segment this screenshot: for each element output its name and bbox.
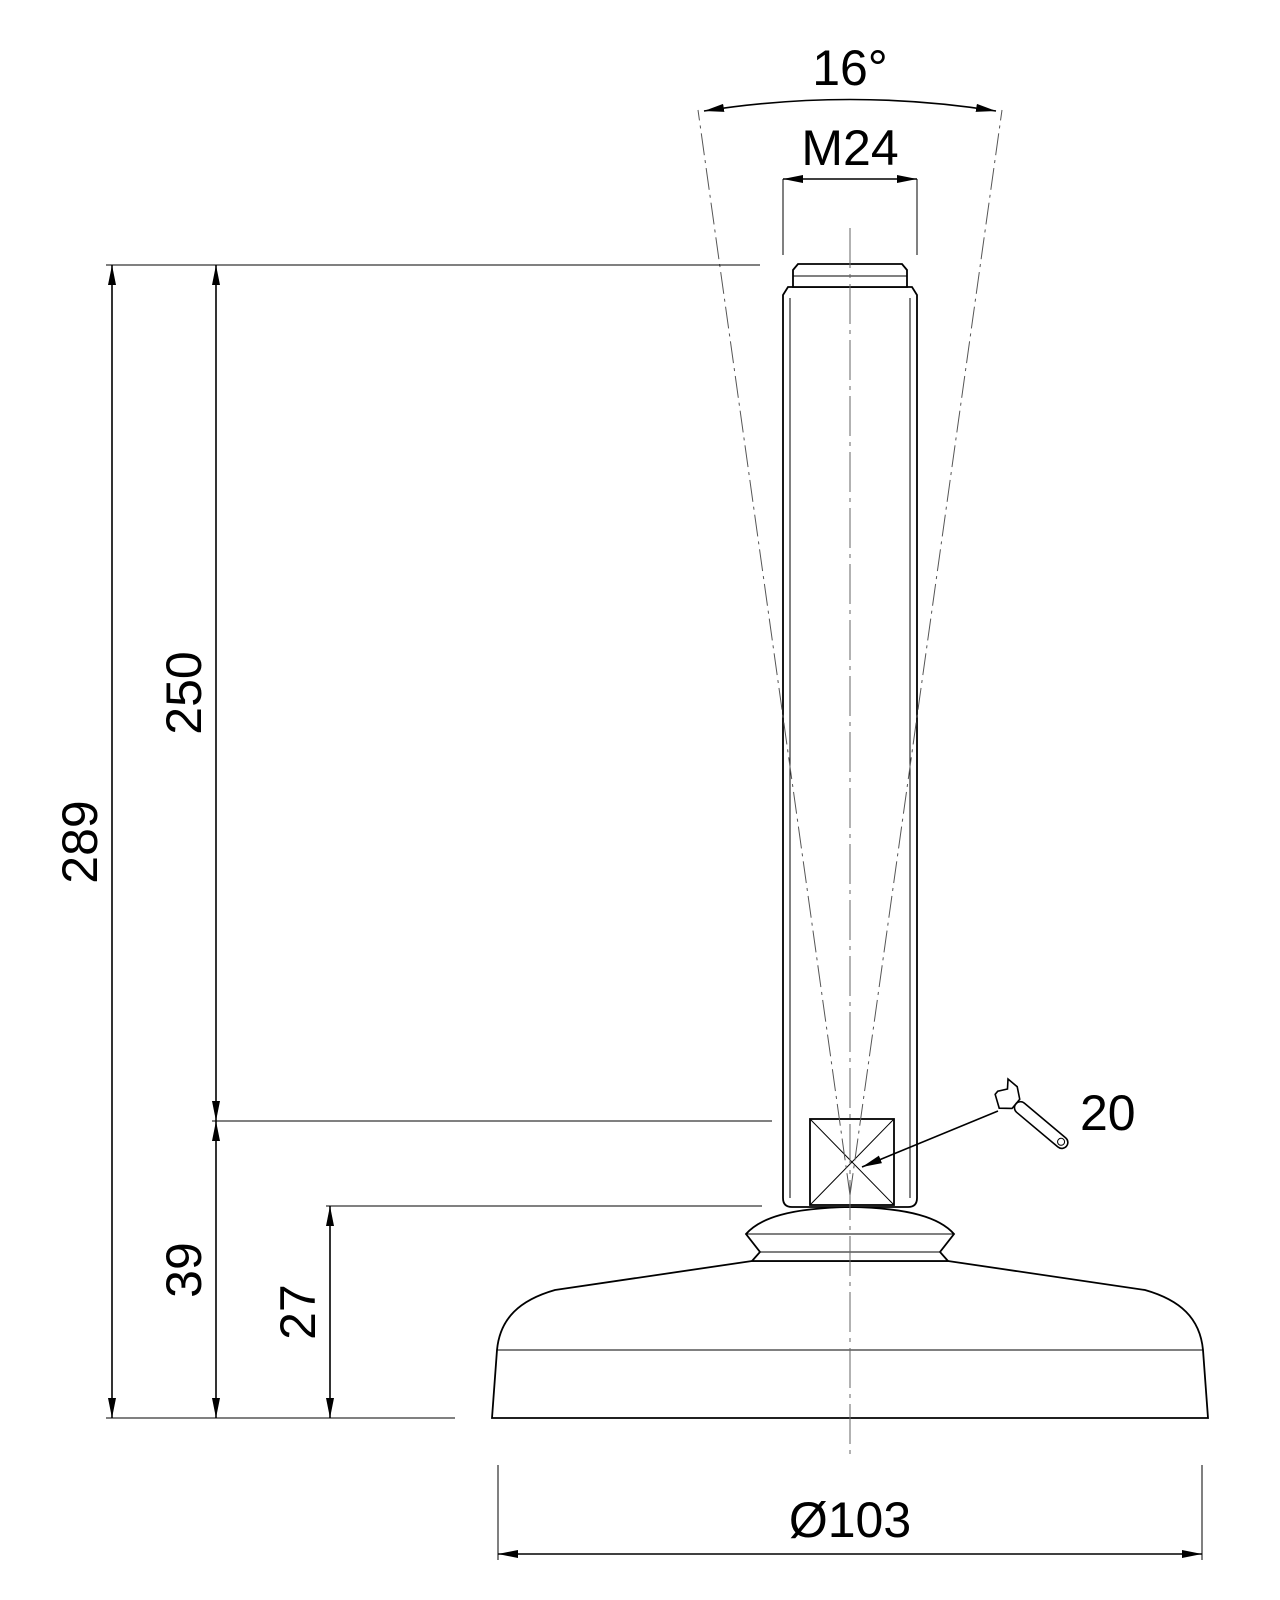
- diameter-label: Ø103: [789, 1492, 911, 1548]
- total-height-label: 289: [52, 800, 108, 883]
- wrench-leader: [861, 1110, 999, 1168]
- wrench-icon: [994, 1077, 1069, 1150]
- base-height-label: 27: [270, 1284, 326, 1340]
- lower-height-label: 39: [156, 1242, 212, 1298]
- thread-label: M24: [801, 120, 898, 176]
- swivel-cone-left: [697, 109, 851, 1196]
- wrench-size-label: 20: [1080, 1085, 1136, 1141]
- angle-dimension-arc: [703, 98, 997, 112]
- stud-length-label: 250: [156, 651, 212, 734]
- swivel-cone-right: [849, 109, 1003, 1196]
- flats-cross-2: [809, 1118, 895, 1206]
- angle-label: 16°: [812, 40, 888, 96]
